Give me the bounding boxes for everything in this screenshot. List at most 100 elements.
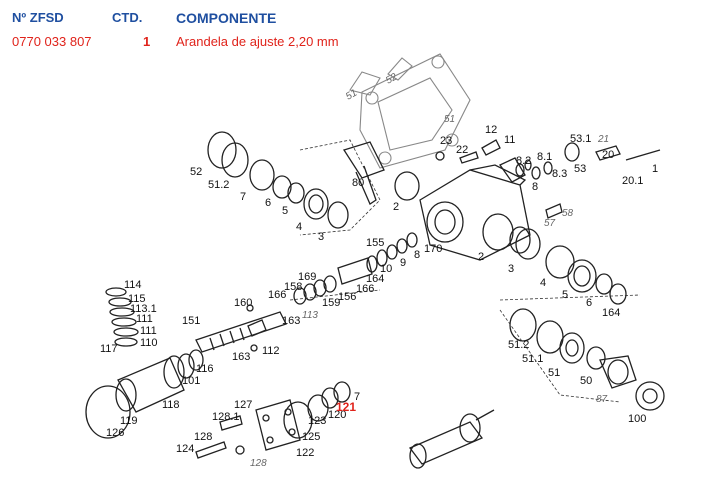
label-52[interactable]: 52 xyxy=(190,166,202,178)
label-124[interactable]: 125 xyxy=(302,431,320,443)
label-115[interactable]: 113.1 xyxy=(130,303,157,315)
label-80[interactable]: 80 xyxy=(352,177,364,189)
label-7[interactable]: 7 xyxy=(240,191,246,203)
label-51-2[interactable]: 51.2 xyxy=(208,179,229,191)
label-2-upper[interactable]: 2 xyxy=(393,201,399,213)
label-119[interactable]: 126 xyxy=(106,427,124,439)
label-156[interactable]: 166 xyxy=(356,283,374,295)
label-128[interactable]: 124 xyxy=(176,443,194,455)
ghost-label-87: 87 xyxy=(596,394,608,405)
label-159[interactable]: 156 xyxy=(338,291,356,303)
label-170[interactable]: 169 xyxy=(298,271,316,283)
main-gear-housing xyxy=(419,157,531,261)
row-part-number[interactable]: 0770 033 807 xyxy=(12,34,92,49)
ghost-label-113: 113 xyxy=(302,310,318,321)
ghost-label-51-a: 51 xyxy=(344,88,359,103)
label-121-highlight[interactable]: 121 xyxy=(336,400,356,414)
small-parts-upper-right xyxy=(435,139,661,219)
sector-shaft xyxy=(342,141,420,205)
label-2-right[interactable]: 3 xyxy=(508,263,514,275)
label-113-1[interactable]: 111 xyxy=(136,313,153,325)
label-3-right[interactable]: 4 xyxy=(540,277,546,289)
label-101[interactable]: 118 xyxy=(162,399,180,411)
ghost-label-51-b: 51 xyxy=(444,114,455,125)
complete-assembly xyxy=(408,409,495,469)
ring-pile-left xyxy=(105,287,139,347)
label-1[interactable]: 2 xyxy=(478,251,484,263)
label-160[interactable]: 151 xyxy=(182,315,200,327)
ring-stack-lower-right xyxy=(499,308,665,411)
label-51-1[interactable]: 51 xyxy=(548,367,560,379)
ghost-housing-cover xyxy=(349,53,471,169)
label-6[interactable]: 6 xyxy=(265,197,271,209)
label-10[interactable]: 9 xyxy=(400,257,406,269)
label-4-right[interactable]: 5 xyxy=(562,289,568,301)
label-5[interactable]: 5 xyxy=(282,205,288,217)
lower-cover-assembly xyxy=(195,381,351,459)
part-labels: 52 51.2 7 6 5 4 3 80 2 23 22 12 11 8.2 8… xyxy=(100,71,658,469)
label-53[interactable]: 53 xyxy=(574,163,586,175)
label-53-1[interactable]: 53.1 xyxy=(570,133,591,145)
ring-stack-upper-left xyxy=(207,131,381,236)
label-155[interactable]: 164 xyxy=(366,273,384,285)
label-8-3[interactable]: 8.3 xyxy=(552,168,567,180)
label-51-2-lower[interactable]: 51.1 xyxy=(522,353,543,365)
label-4[interactable]: 4 xyxy=(296,221,302,233)
label-163-a[interactable]: 160 xyxy=(234,297,252,309)
ghost-label-52: 52 xyxy=(384,71,400,86)
label-9[interactable]: 8 xyxy=(414,249,420,261)
label-20[interactable]: 1 xyxy=(652,163,658,175)
label-126[interactable]: 127 xyxy=(234,399,252,411)
label-114[interactable]: 115 xyxy=(128,293,146,305)
label-8-2[interactable]: 8.2 xyxy=(516,155,531,167)
label-11[interactable]: 11 xyxy=(504,134,515,146)
left-valve-housing xyxy=(85,349,204,439)
label-125[interactable]: 122 xyxy=(296,447,314,459)
header-quantity: CTD. xyxy=(112,10,143,25)
label-169[interactable]: 158 xyxy=(284,281,302,293)
label-51[interactable]: 50 xyxy=(580,375,592,387)
label-5-right[interactable]: 6 xyxy=(586,297,592,309)
ring-stack-right xyxy=(499,228,641,305)
label-117[interactable]: 116 xyxy=(196,363,214,375)
label-123[interactable]: 120 xyxy=(328,409,346,421)
label-118[interactable]: 119 xyxy=(120,415,138,427)
middle-piston-assembly xyxy=(289,232,418,305)
label-128-1[interactable]: 128 xyxy=(194,431,212,443)
label-8-upper[interactable]: 8 xyxy=(532,181,538,193)
label-111-b[interactable]: 110 xyxy=(140,337,158,349)
label-3[interactable]: 3 xyxy=(318,231,324,243)
label-6-right[interactable]: 164 xyxy=(602,307,620,319)
label-20-1[interactable]: 20.1 xyxy=(622,175,643,187)
label-116[interactable]: 101 xyxy=(182,375,200,387)
label-166-a[interactable]: 166 xyxy=(268,289,286,301)
label-50[interactable]: 100 xyxy=(628,413,646,425)
label-164-a[interactable]: 155 xyxy=(366,237,384,249)
label-112[interactable]: 114 xyxy=(124,279,142,291)
ghost-label-58: 58 xyxy=(562,208,574,219)
row-component[interactable]: Arandela de ajuste 2,20 mm xyxy=(176,34,339,49)
label-8-mid[interactable]: 170 xyxy=(424,243,442,255)
row-quantity: 1 xyxy=(143,34,151,49)
label-22[interactable]: 22 xyxy=(456,144,468,156)
label-166-b[interactable]: 163 xyxy=(282,315,300,327)
label-163-b[interactable]: 112 xyxy=(262,345,280,357)
label-111-a[interactable]: 111 xyxy=(140,325,157,337)
label-127[interactable]: 128.1 xyxy=(212,411,240,423)
ghost-label-21: 21 xyxy=(597,134,609,145)
label-23[interactable]: 23 xyxy=(440,135,452,147)
label-7-lower[interactable]: 51.2 xyxy=(508,339,529,351)
header-component: COMPONENTE xyxy=(176,10,277,26)
label-151[interactable]: 163 xyxy=(232,351,250,363)
header-part-number: Nº ZFSD xyxy=(12,10,64,25)
label-122[interactable]: 123 xyxy=(308,415,326,427)
label-120[interactable]: 7 xyxy=(354,391,360,403)
label-20-upper[interactable]: 20 xyxy=(602,149,614,161)
label-158[interactable]: 159 xyxy=(322,297,340,309)
label-12[interactable]: 12 xyxy=(485,124,497,136)
label-8-1[interactable]: 8.1 xyxy=(537,151,552,163)
label-164-b[interactable]: 10 xyxy=(380,263,392,275)
label-110[interactable]: 117 xyxy=(100,343,118,355)
ghost-label-57: 57 xyxy=(544,218,556,229)
